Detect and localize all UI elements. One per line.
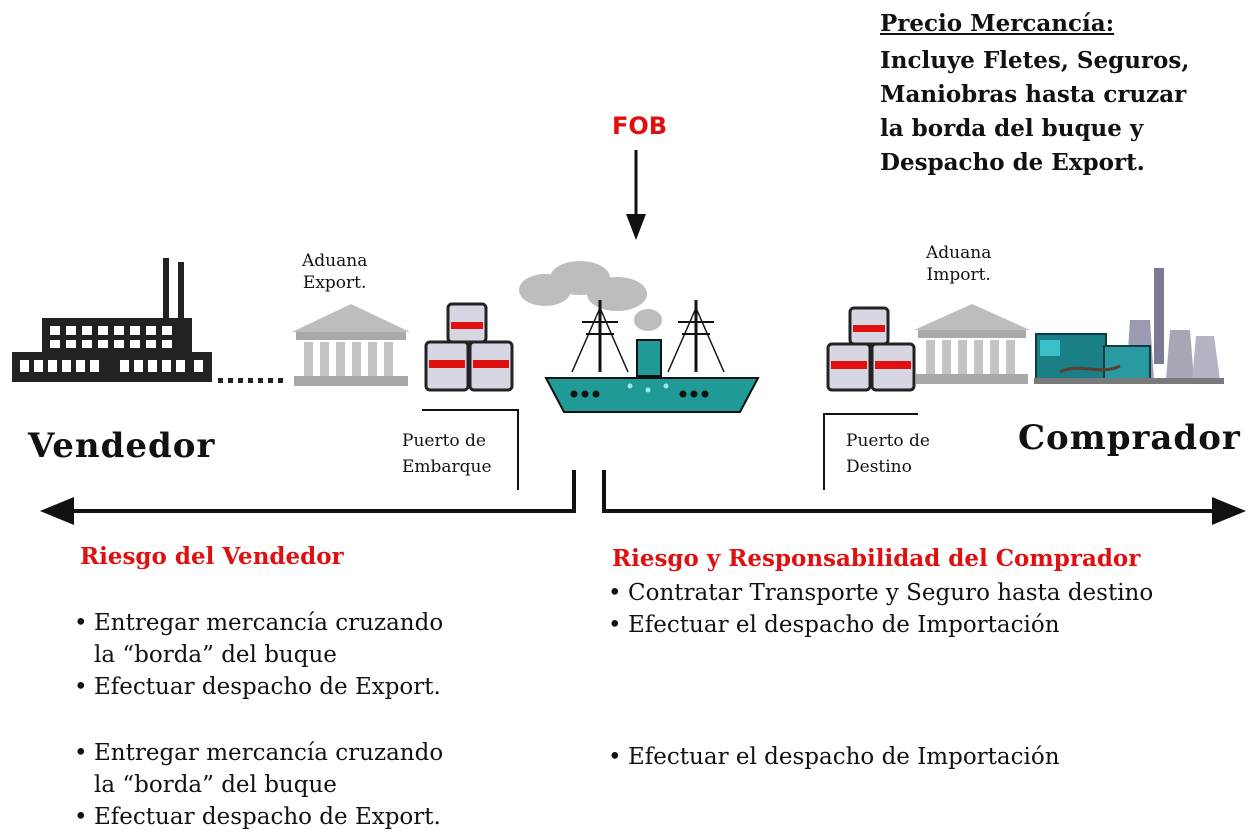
list-item: Efectuar despacho de Export.	[72, 671, 443, 703]
buyer-obligations-list-repeat: Efectuar el despacho de Importación	[606, 741, 1060, 773]
fob-arrow	[626, 150, 646, 240]
buyer-obligations-list: Contratar Transporte y Seguro hasta dest…	[606, 577, 1153, 641]
export-customs-label: Aduana Export.	[302, 251, 368, 293]
list-item: Entregar mercancía cruzando la “borda” d…	[72, 737, 443, 801]
export-customs-building-icon	[292, 304, 410, 386]
list-item: Contratar Transporte y Seguro hasta dest…	[606, 577, 1153, 609]
shipment-port-bracket	[422, 409, 519, 490]
buyer-label: Comprador	[1018, 418, 1241, 458]
industrial-plant-icon	[1034, 268, 1224, 384]
price-title: Precio Mercancía:	[880, 10, 1115, 37]
list-item: Efectuar el despacho de Importación	[606, 609, 1153, 641]
seller-label: Vendedor	[28, 426, 216, 466]
seller-obligations-list: Entregar mercancía cruzando la “borda” d…	[72, 607, 443, 703]
import-customs-building-icon	[914, 304, 1030, 384]
list-item: Entregar mercancía cruzando la “borda” d…	[72, 607, 443, 671]
destination-port-bracket	[823, 413, 918, 490]
list-item: Efectuar el despacho de Importación	[606, 741, 1060, 773]
buyer-risk-title: Riesgo y Responsabilidad del Comprador	[612, 545, 1141, 572]
fob-label: FOB	[612, 112, 668, 140]
ship-icon	[519, 261, 760, 413]
import-customs-label: Aduana Import.	[926, 243, 992, 285]
factory-icon	[12, 258, 212, 382]
export-barrels-icon	[424, 302, 514, 392]
list-item: Efectuar despacho de Export.	[72, 801, 443, 833]
seller-obligations-list-repeat: Entregar mercancía cruzando la “borda” d…	[72, 737, 443, 833]
seller-risk-arrow	[40, 470, 576, 525]
seller-risk-title: Riesgo del Vendedor	[80, 543, 344, 570]
buyer-risk-arrow	[602, 470, 1246, 525]
dotted-road	[218, 378, 283, 383]
shipment-port-label: Puerto de Embarque	[402, 431, 492, 477]
destination-port-label: Puerto de Destino	[846, 431, 930, 477]
price-description: Incluye Fletes, Seguros, Maniobras hasta…	[880, 47, 1190, 176]
import-barrels-icon	[826, 306, 916, 392]
